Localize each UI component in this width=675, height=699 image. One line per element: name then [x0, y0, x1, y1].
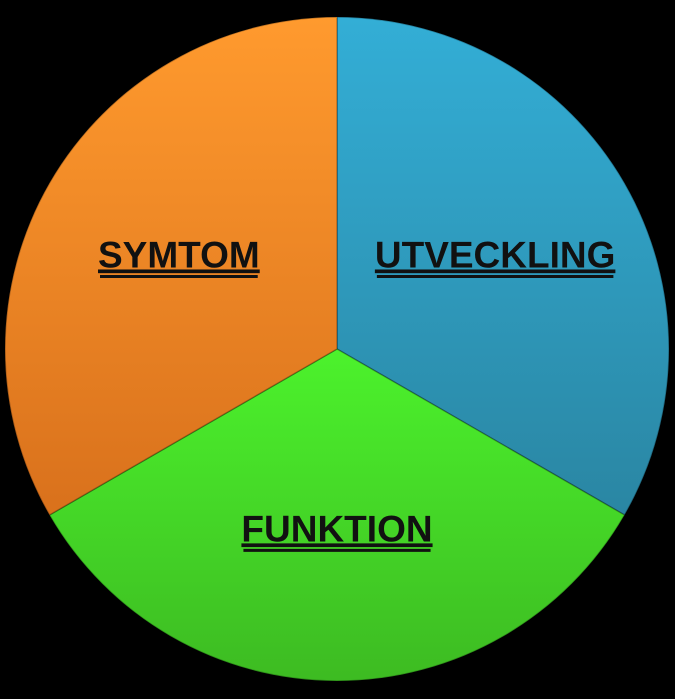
pie-slice-utveckling: [336, 16, 670, 517]
pie-labels: UTVECKLING FUNKTION SYMTOM: [98, 234, 616, 552]
pie-label-funktion: FUNKTION: [241, 508, 432, 549]
pie-slice-symtom: [4, 16, 338, 517]
pie-slices: [4, 16, 670, 682]
pie-label-utveckling: UTVECKLING: [375, 234, 616, 275]
pie-label-symtom: SYMTOM: [98, 234, 260, 275]
pie-slice-funktion: [48, 348, 626, 682]
